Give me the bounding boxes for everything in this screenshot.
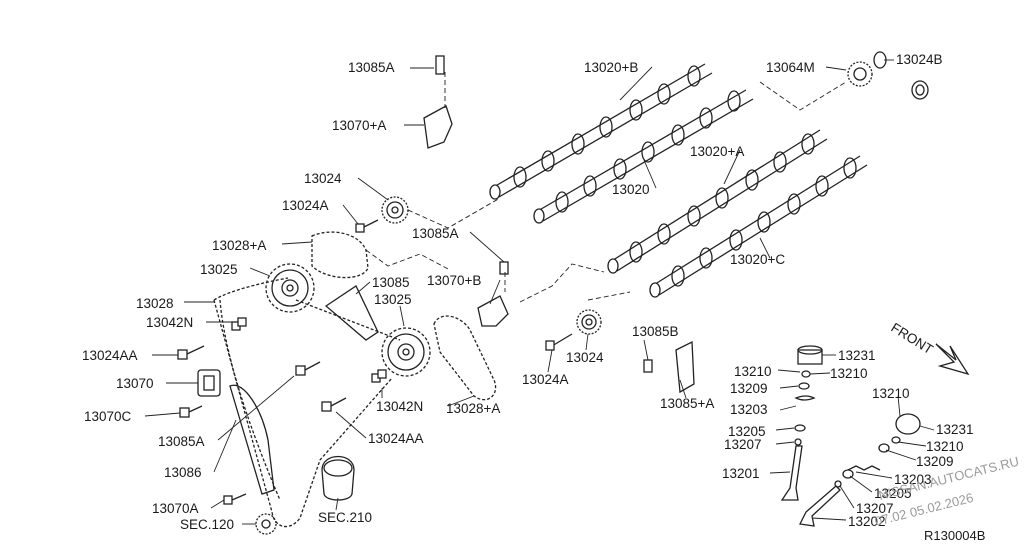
sprocket-13024-low [576, 309, 602, 335]
label-13203-a: 13203 [730, 402, 768, 417]
label-13201: 13201 [722, 466, 760, 481]
label-13025-left: 13025 [200, 262, 238, 277]
tensioner-13070 [197, 369, 221, 397]
valve-stack-upper [780, 345, 823, 501]
sprocket-13024-top [381, 196, 409, 224]
seal-13024b [873, 51, 929, 100]
label-13042n-mid: 13042N [376, 399, 423, 414]
leader-lines [144, 59, 935, 525]
bolts-misc [177, 317, 387, 505]
label-13024b: 13024B [896, 52, 943, 67]
label-13202: 13202 [848, 514, 886, 529]
front-arrow-icon [935, 343, 970, 376]
bolt-13024a-top [355, 219, 379, 233]
label-13024-top: 13024 [304, 171, 342, 186]
label-13205-a: 13205 [728, 424, 766, 439]
label-13024a-top: 13024A [282, 198, 329, 213]
label-13025-mid: 13025 [374, 292, 412, 307]
label-13203-b: 13203 [894, 472, 932, 487]
label-13210-c: 13210 [872, 386, 910, 401]
label-13207-b: 13207 [856, 501, 894, 516]
timing-chain-13028a-left [311, 231, 369, 279]
label-13085b: 13085B [632, 324, 679, 339]
camshaft-13020-b [489, 63, 713, 200]
timing-chain-13028a-mid [433, 315, 497, 401]
label-13028: 13028 [136, 296, 174, 311]
crank-sprocket-sec120 [255, 513, 277, 535]
label-13024-low: 13024 [566, 350, 604, 365]
label-13085a-low: 13085A [158, 434, 205, 449]
label-13028a-mid: 13028+A [446, 401, 500, 416]
part-labels: 13085A 13070+A 13020+B 13064M 13024B 130… [82, 52, 974, 532]
cam-sprocket-13025-mid [381, 327, 431, 377]
sprocket-13064m [847, 61, 873, 87]
camshaft-13020 [533, 89, 754, 224]
label-13209-a: 13209 [730, 381, 768, 396]
label-13020: 13020 [612, 182, 650, 197]
label-13064m: 13064M [766, 60, 815, 75]
label-13028a-left: 13028+A [212, 238, 266, 253]
label-13210-d: 13210 [926, 439, 964, 454]
label-13207-a: 13207 [724, 437, 762, 452]
label-13070: 13070 [116, 376, 154, 391]
association-lines [365, 72, 847, 303]
label-13210-b: 13210 [830, 366, 868, 381]
label-13210-a: 13210 [734, 364, 772, 379]
tensioner-13070a-top [423, 55, 453, 149]
front-label: FRONT [888, 320, 935, 357]
cam-sprocket-13025-left [265, 263, 315, 313]
label-13231-b: 13231 [936, 422, 974, 437]
label-13070b: 13070+B [427, 273, 481, 288]
chain-guide-13085 [324, 285, 379, 341]
reference-code: R130004B [924, 528, 985, 543]
bolt-13024a-low [545, 333, 573, 351]
label-13024aa-left: 13024AA [82, 348, 138, 363]
camshaft-13020-a [607, 129, 828, 274]
label-13024aa-mid: 13024AA [368, 431, 424, 446]
label-13020a: 13020+A [690, 144, 744, 159]
label-13085: 13085 [372, 275, 410, 290]
label-13086: 13086 [164, 465, 202, 480]
label-13024a-low: 13024A [522, 372, 569, 387]
label-sec210: SEC.210 [318, 510, 372, 525]
idler-sec210 [321, 456, 355, 501]
label-13042n-left: 13042N [146, 315, 193, 330]
label-13020b: 13020+B [584, 60, 638, 75]
label-13209-b: 13209 [916, 454, 954, 469]
valve-stack-lower [799, 413, 921, 527]
label-13205-b: 13205 [874, 486, 912, 501]
label-13070c: 13070C [84, 409, 132, 424]
tensioner-13070b [477, 261, 509, 327]
label-13020c: 13020+C [730, 252, 785, 267]
label-13085a-mid: 13085A [412, 226, 459, 241]
label-13231-a: 13231 [838, 348, 876, 363]
label-13070a-low: 13070A [152, 501, 199, 516]
bracket-13085a-plus [643, 340, 695, 394]
label-sec120: SEC.120 [180, 517, 234, 532]
camshaft-13020-c [649, 155, 868, 298]
slack-guide-13086 [229, 384, 275, 495]
timing-chain-13028 [213, 277, 401, 528]
label-13085a-plus: 13085+A [660, 396, 714, 411]
label-13085a-top: 13085A [348, 60, 395, 75]
label-13070a-top: 13070+A [332, 118, 386, 133]
